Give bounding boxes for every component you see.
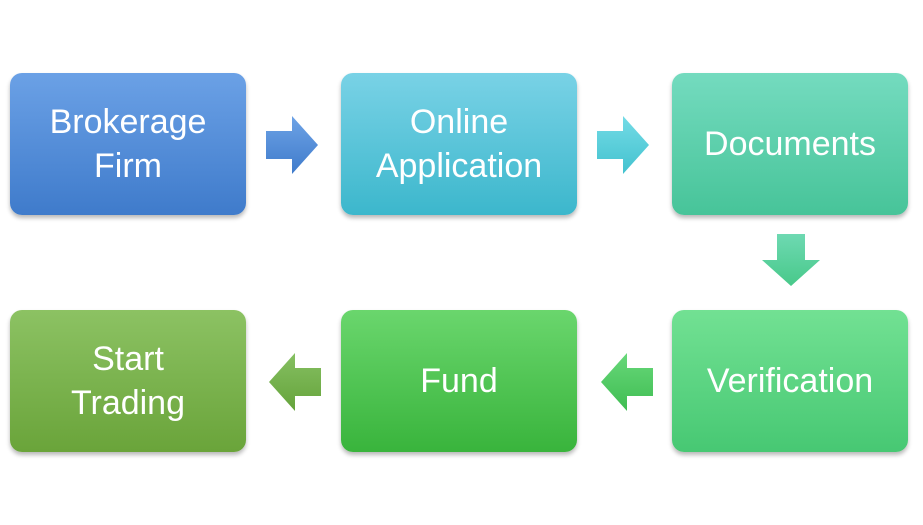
- arrow-down-icon: [762, 234, 820, 286]
- step-label: Fund: [420, 361, 498, 400]
- arrow-left-icon: [601, 353, 653, 411]
- step-verification: Verification: [672, 310, 908, 452]
- arrow-right-icon: [597, 116, 649, 174]
- step-label: Documents: [704, 124, 876, 163]
- step-online-application: Online Application: [341, 73, 577, 215]
- step-label: Verification: [706, 361, 874, 400]
- step-fund: Fund: [341, 310, 577, 452]
- arrow-left-icon: [269, 353, 321, 411]
- step-label: Start Trading: [70, 339, 186, 422]
- step-brokerage-firm: Brokerage Firm: [10, 73, 246, 215]
- step-start-trading: Start Trading: [10, 310, 246, 452]
- step-label: Online Application: [375, 102, 543, 185]
- step-label: Brokerage Firm: [49, 102, 207, 185]
- arrow-right-icon: [266, 116, 318, 174]
- step-documents: Documents: [672, 73, 908, 215]
